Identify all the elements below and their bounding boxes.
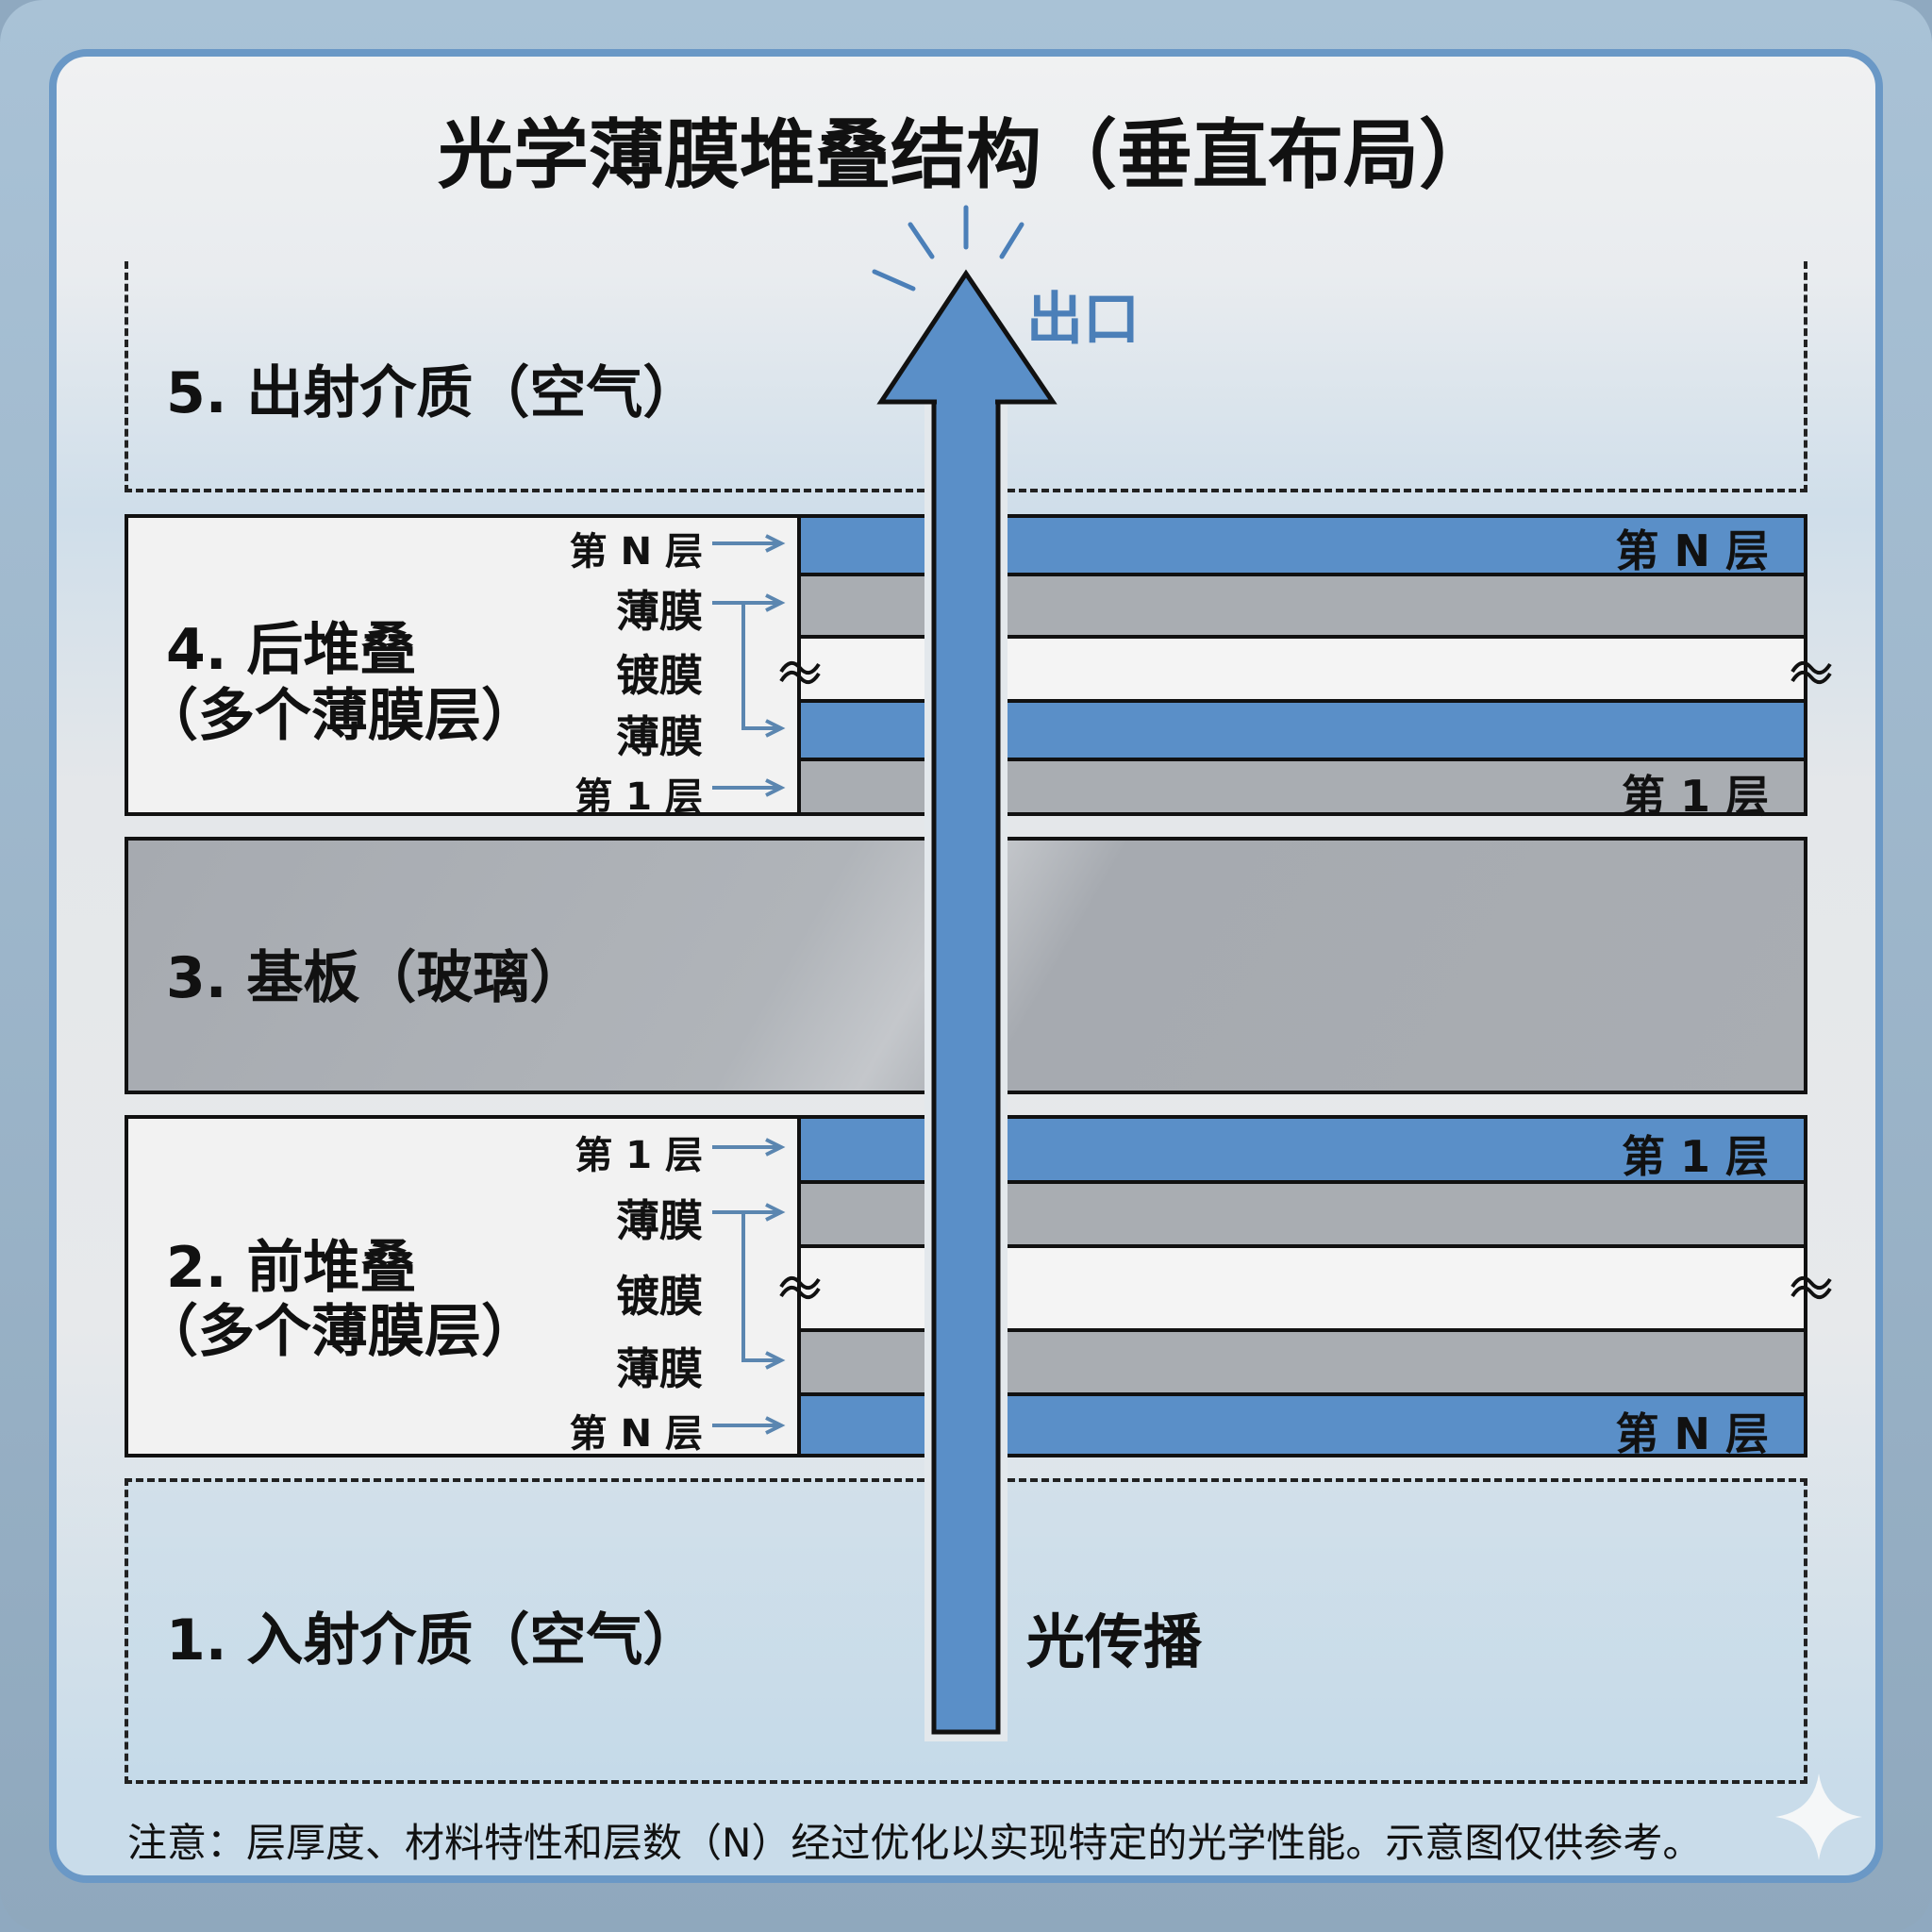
- exit-label: 出口: [1026, 287, 1140, 353]
- front-layer-label: 第 1 层: [575, 1134, 703, 1177]
- diagram-title: 光学薄膜堆叠结构（垂直布局）: [438, 111, 1494, 199]
- break-mark-icon: [779, 660, 821, 685]
- pointer-arrow-icon: [712, 1416, 786, 1435]
- light-propagation-label: 光传播: [1026, 1607, 1203, 1676]
- arrow-shaft: [931, 391, 1001, 1735]
- rear-layer-label: 第 1 层: [575, 775, 703, 819]
- rear-stack-label-line2: （多个薄膜层）: [142, 683, 538, 749]
- bracket-arrow-icon: [741, 1212, 786, 1370]
- rear-layer-label: 薄膜: [616, 586, 703, 637]
- footnote: 注意：层厚度、材料特性和层数（N）经过优化以实现特定的光学性能。示意图仅供参考。: [127, 1820, 1703, 1866]
- rear-right-label-bottom: 第 1 层: [1621, 771, 1769, 822]
- incident-medium-label: 1. 入射介质（空气）: [166, 1607, 700, 1674]
- front-right-label-bottom: 第 N 层: [1615, 1408, 1769, 1459]
- layer-pointer-arrows: [712, 534, 786, 1435]
- break-mark-icon: [779, 1275, 821, 1300]
- exit-rays-icon: [872, 205, 1024, 291]
- front-label-divider: [797, 1119, 801, 1454]
- bracket-arrow-icon: [741, 603, 786, 738]
- front-layer-label: 镀膜: [616, 1271, 703, 1322]
- light-propagation-arrow: [876, 269, 1058, 1741]
- pointer-arrow-icon: [712, 778, 786, 797]
- front-right-label-top: 第 1 层: [1621, 1131, 1769, 1182]
- pointer-arrow-icon: [712, 593, 786, 612]
- rear-layer-label: 第 N 层: [569, 530, 703, 574]
- front-layer-label: 薄膜: [616, 1343, 703, 1394]
- pointer-arrow-icon: [712, 1138, 786, 1157]
- rear-stack-label-line1: 4. 后堆叠: [166, 617, 417, 683]
- sparkle-icon: [1775, 1774, 1862, 1860]
- substrate-label: 3. 基板（玻璃）: [166, 945, 587, 1011]
- rear-right-label-top: 第 N 层: [1615, 525, 1769, 576]
- exit-medium-label: 5. 出射介质（空气）: [166, 360, 700, 426]
- break-mark-icon: [1790, 1275, 1832, 1300]
- front-layer-label: 第 N 层: [569, 1412, 703, 1456]
- break-mark-icon: [1790, 660, 1832, 685]
- rear-layer-label: 镀膜: [616, 650, 703, 701]
- front-stack-label-line1: 2. 前堆叠: [166, 1235, 417, 1301]
- pointer-arrow-icon: [712, 1203, 786, 1222]
- front-stack-label-line2: （多个薄膜层）: [142, 1299, 538, 1365]
- pointer-arrow-icon: [712, 534, 786, 553]
- rear-layer-label: 薄膜: [616, 711, 703, 762]
- front-layer-label: 薄膜: [616, 1195, 703, 1246]
